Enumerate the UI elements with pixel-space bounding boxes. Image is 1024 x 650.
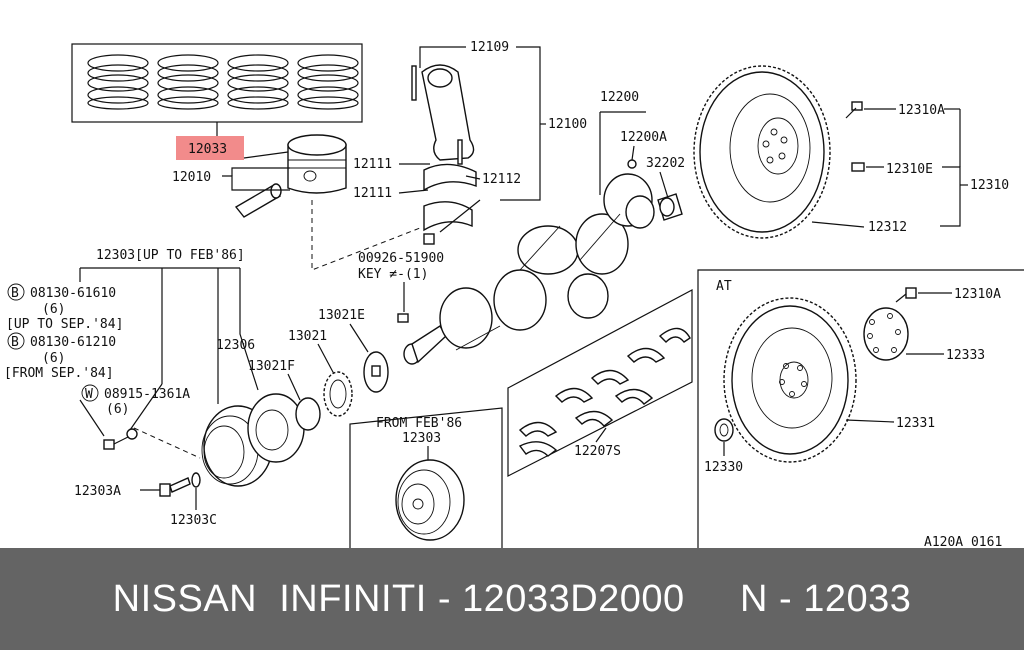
callout-00926-51900[interactable]: 00926-51900 bbox=[358, 251, 444, 266]
callout-12033[interactable]: 12033 bbox=[188, 142, 227, 157]
crankshaft bbox=[403, 173, 655, 365]
connecting-rod bbox=[411, 64, 477, 232]
piston bbox=[287, 134, 347, 194]
callout-12330[interactable]: 12330 bbox=[704, 460, 743, 475]
callout-12111-upper[interactable]: 12111 bbox=[353, 157, 392, 172]
callout-12200[interactable]: 12200 bbox=[600, 90, 639, 105]
footer-bar: NISSAN INFINITI - 12033D2000 N - 12033 bbox=[0, 548, 1024, 650]
callout-12109[interactable]: 12109 bbox=[470, 40, 509, 55]
callout-12310[interactable]: 12310 bbox=[970, 178, 1009, 193]
qty-6-c: (6) bbox=[106, 402, 129, 417]
callout-12112[interactable]: 12112 bbox=[482, 172, 521, 187]
callout-13021e[interactable]: 13021E bbox=[318, 308, 365, 323]
label-at: AT bbox=[716, 279, 732, 294]
piston-pin bbox=[234, 183, 282, 218]
callout-12310a-at[interactable]: 12310A bbox=[954, 287, 1001, 302]
callout-12303a[interactable]: 12303A bbox=[74, 484, 121, 499]
crank-sprocket bbox=[323, 371, 353, 417]
dowel-pin bbox=[851, 162, 865, 172]
oil-pump-drive-spacer bbox=[363, 351, 389, 393]
qty-6-b: (6) bbox=[42, 351, 65, 366]
callout-12207s[interactable]: 12207S bbox=[574, 444, 621, 459]
callout-32202[interactable]: 32202 bbox=[646, 156, 685, 171]
callout-12310e[interactable]: 12310E bbox=[886, 162, 933, 177]
pulley-bolt-small bbox=[103, 428, 138, 450]
circled-b-1: B bbox=[11, 286, 19, 301]
callout-12303-up-to-feb86[interactable]: 12303[UP TO FEB'86] bbox=[96, 248, 245, 263]
footer-caption: NISSAN INFINITI - 12033D2000 N - 12033 bbox=[112, 577, 912, 620]
drive-plate-at bbox=[723, 297, 857, 463]
callout-12310a-mt[interactable]: 12310A bbox=[898, 103, 945, 118]
pulley-bolt bbox=[159, 477, 191, 497]
callout-12312[interactable]: 12312 bbox=[868, 220, 907, 235]
pilot-bushing bbox=[657, 193, 683, 221]
callout-12111-lower[interactable]: 12111 bbox=[353, 186, 392, 201]
qty-6-a: (6) bbox=[42, 302, 65, 317]
note-from-sep84: [FROM SEP.'84] bbox=[4, 366, 114, 381]
callout-08130-61610[interactable]: 08130-61610 bbox=[30, 286, 116, 301]
callout-12200a[interactable]: 12200A bbox=[620, 130, 667, 145]
callout-13021f[interactable]: 13021F bbox=[248, 359, 295, 374]
reinforcement-plate bbox=[863, 307, 909, 361]
piston-ring-set bbox=[71, 43, 363, 123]
flywheel-mt bbox=[693, 65, 831, 239]
circled-w: W bbox=[85, 387, 93, 402]
drive-plate-bolt bbox=[895, 287, 917, 303]
callout-12303c[interactable]: 12303C bbox=[170, 513, 217, 528]
callout-08915-1361a[interactable]: 08915-1361A bbox=[104, 387, 190, 402]
pilot-converter bbox=[714, 418, 734, 442]
callout-12306[interactable]: 12306 bbox=[216, 338, 255, 353]
main-bearing-set bbox=[507, 289, 693, 477]
note-up-to-sep84: [UP TO SEP.'84] bbox=[6, 317, 123, 332]
crank-pulley-new bbox=[395, 459, 465, 541]
circled-b-2: B bbox=[11, 335, 19, 350]
flywheel-bolt bbox=[845, 101, 863, 119]
callout-12331[interactable]: 12331 bbox=[896, 416, 935, 431]
parts-diagram: 12033 12010 12109 12100 12111 12111 1211… bbox=[4, 40, 1024, 548]
callout-key[interactable]: KEY ≠-(1) bbox=[358, 267, 428, 282]
callout-08130-61210[interactable]: 08130-61210 bbox=[30, 335, 116, 350]
crank-pulley-old bbox=[201, 393, 321, 487]
callout-12333[interactable]: 12333 bbox=[946, 348, 985, 363]
callout-12010[interactable]: 12010 bbox=[172, 170, 211, 185]
note-from-feb86: FROM FEB'86 bbox=[376, 416, 462, 431]
callout-13021[interactable]: 13021 bbox=[288, 329, 327, 344]
callout-12303-from-feb86[interactable]: 12303 bbox=[402, 431, 441, 446]
diagram-reference-code: A120A 0161 bbox=[924, 535, 1002, 548]
callout-12100[interactable]: 12100 bbox=[548, 117, 587, 132]
highlight-box bbox=[176, 136, 244, 160]
